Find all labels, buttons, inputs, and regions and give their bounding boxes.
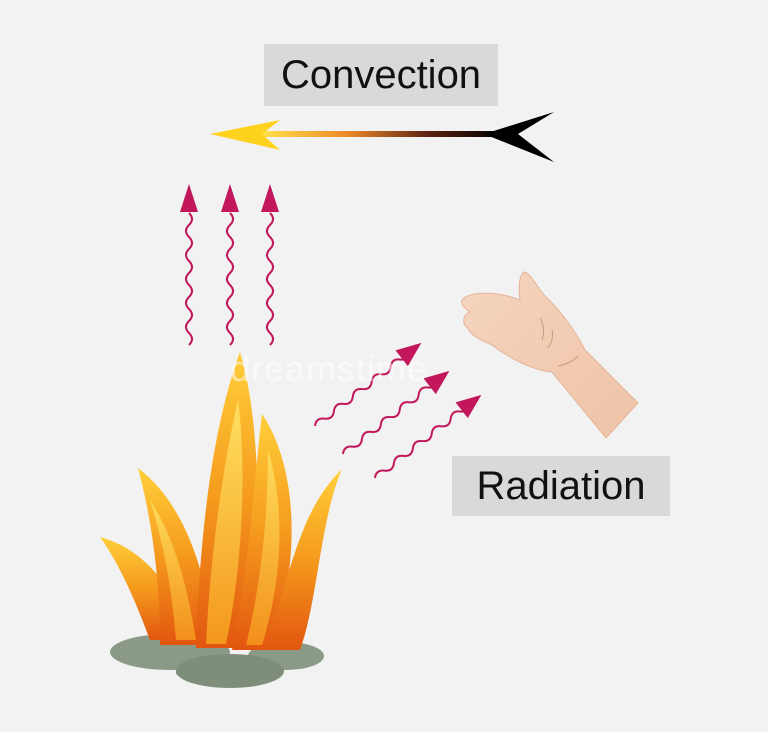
wave-arrow-icon bbox=[374, 394, 482, 479]
stone-icon bbox=[176, 654, 284, 688]
flame-icon bbox=[100, 352, 342, 650]
hand-icon bbox=[461, 271, 639, 439]
wave-arrow-icon bbox=[342, 370, 450, 455]
radiation-waves bbox=[314, 342, 482, 479]
wave-arrow-icon bbox=[221, 184, 239, 346]
rising-heat-waves bbox=[180, 184, 279, 346]
convection-arrow-icon bbox=[210, 112, 554, 162]
wave-arrow-icon bbox=[261, 184, 279, 346]
wave-arrow-icon bbox=[314, 342, 422, 427]
watermark: dreamstime bbox=[230, 348, 429, 389]
convection-label: Convection bbox=[264, 44, 498, 106]
convection-label-text: Convection bbox=[280, 52, 482, 97]
radiation-label: Radiation bbox=[452, 456, 670, 516]
radiation-label-text: Radiation bbox=[476, 463, 646, 508]
wave-arrow-icon bbox=[180, 184, 198, 346]
